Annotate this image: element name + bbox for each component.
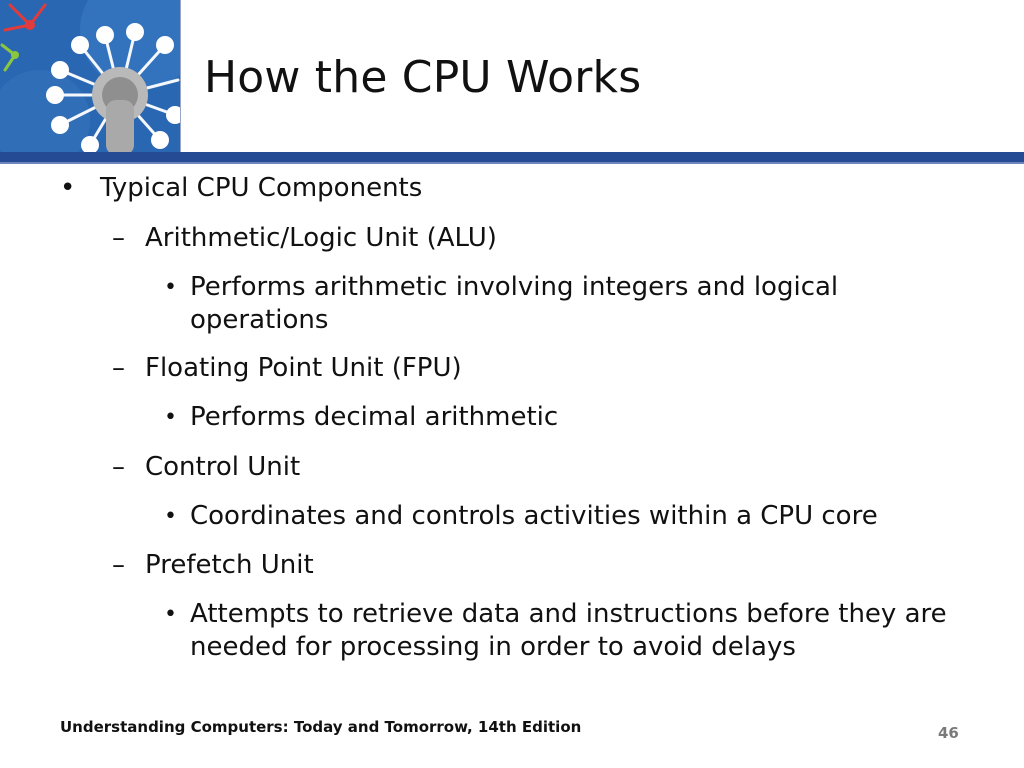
slide-title: How the CPU Works: [204, 52, 642, 103]
bullet-prefetch-unit-description: Attempts to retrieve data and instructio…: [190, 599, 947, 662]
bullet-control-unit: Control Unit: [145, 452, 301, 482]
bullet-fpu-description: Performs decimal arithmetic: [190, 402, 559, 432]
bullet-marker: •: [60, 173, 76, 203]
bullet-control-unit-description: Coordinates and controls activities with…: [190, 501, 878, 531]
bullet-marker: –: [112, 353, 125, 383]
title-divider: [180, 0, 181, 155]
bullet-marker: •: [164, 405, 177, 430]
bullet-marker: –: [112, 550, 125, 580]
bullet-typical-cpu-components: Typical CPU Components: [100, 173, 423, 203]
bullet-marker: –: [112, 452, 125, 482]
bullet-alu: Arithmetic/Logic Unit (ALU): [145, 223, 497, 253]
bullet-fpu: Floating Point Unit (FPU): [145, 353, 462, 383]
bullet-marker: •: [164, 275, 177, 300]
header-bar-accent: [0, 162, 1024, 164]
page-number: 46: [938, 724, 959, 742]
dandelion-decoration-image: [0, 0, 180, 155]
bullet-marker: •: [164, 504, 177, 529]
header-bar: [0, 152, 1024, 162]
footer-text: Understanding Computers: Today and Tomor…: [60, 718, 582, 736]
bullet-marker: •: [164, 602, 177, 627]
bullet-alu-description: Performs arithmetic involving integers a…: [190, 272, 839, 335]
bullet-marker: –: [112, 223, 125, 253]
bullet-prefetch-unit: Prefetch Unit: [145, 550, 314, 580]
